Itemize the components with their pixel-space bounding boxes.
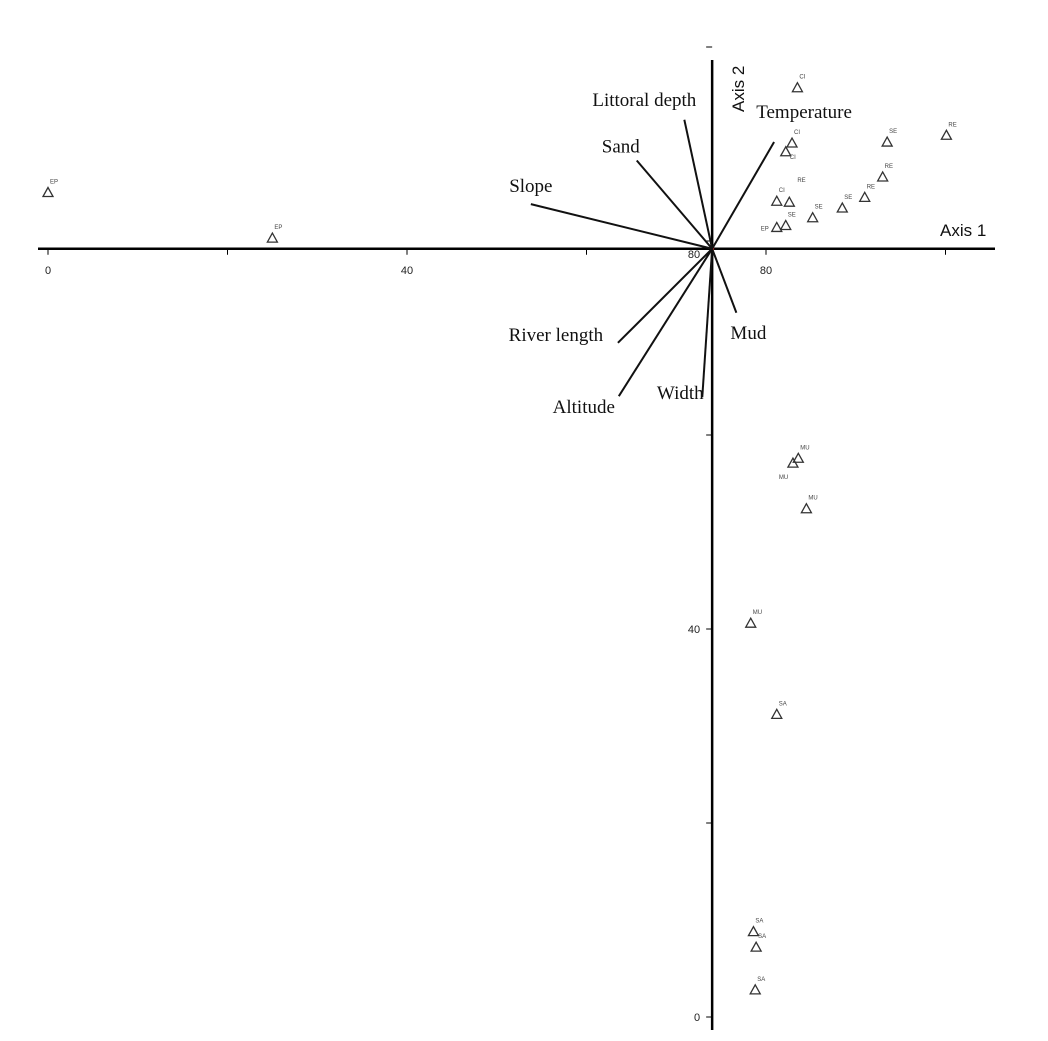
site-label: CI [799, 75, 805, 81]
vector-label: Temperature [756, 102, 852, 123]
site-label: SA [758, 934, 766, 940]
site-triangle [770, 194, 783, 206]
site-triangle [770, 708, 783, 720]
site-points: EP EP CI SE RE CI CI RE RE SE CI RE SE SE EP MU MU MU MU SA… [41, 75, 957, 995]
site-label: SA [779, 701, 787, 707]
vector-label: River length [509, 325, 604, 346]
vector-label: Slope [509, 176, 552, 197]
site-label: SA [755, 919, 763, 925]
site-triangle [41, 186, 55, 198]
site-triangle [779, 219, 792, 231]
vector-line [617, 248, 713, 397]
y-tick-label: 80 [688, 249, 700, 261]
site-label: CI [790, 155, 796, 161]
vector-label: Mud [730, 323, 766, 344]
site-label: MU [753, 610, 762, 616]
site-triangle [744, 616, 757, 628]
vector-line [711, 248, 738, 314]
y-tick-label: 40 [688, 624, 700, 636]
vector-label: Altitude [553, 397, 615, 418]
site-triangle [940, 128, 953, 140]
site-triangle [785, 136, 799, 148]
site-label: SA [757, 977, 765, 983]
site-triangle [783, 195, 796, 207]
site-label: SE [788, 212, 796, 218]
vector-line [530, 203, 713, 250]
site-triangle [266, 231, 279, 243]
site-triangle [806, 211, 819, 223]
site-triangle [881, 135, 894, 147]
site-label: SE [889, 129, 897, 135]
site-label: RE [948, 122, 956, 128]
site-triangle [858, 191, 871, 203]
y-tick-label: 0 [694, 1012, 700, 1024]
vector-line [635, 159, 713, 250]
site-triangle [749, 983, 762, 995]
site-label: CI [794, 130, 800, 136]
x-tick-label: 40 [401, 265, 413, 277]
site-triangle [836, 201, 849, 213]
y-axis-title: Axis 2 [729, 66, 748, 112]
vector-label: Sand [602, 136, 641, 157]
site-label: SE [815, 205, 823, 211]
site-label: CI [779, 188, 785, 194]
site-triangle [750, 940, 763, 952]
site-label: EP [761, 226, 769, 232]
vector-label: Width [657, 383, 704, 404]
site-label: EP [274, 225, 282, 231]
site-triangle [770, 221, 783, 233]
vector-line [683, 119, 714, 249]
vector-line [617, 248, 713, 344]
x-axis-title: Axis 1 [940, 221, 986, 240]
site-triangle [792, 451, 805, 463]
site-triangle [800, 502, 813, 514]
environment-vectors: Slope Sand Littoral depthTemperatureMudWid… [509, 90, 852, 418]
site-triangle [791, 81, 804, 93]
site-label: RE [797, 178, 805, 184]
site-triangle [779, 145, 792, 157]
site-triangle [876, 170, 889, 182]
site-triangle [786, 456, 800, 468]
site-label: SE [844, 195, 852, 201]
x-tick-label: 80 [760, 265, 772, 277]
site-label: RE [867, 184, 875, 190]
vector-line [711, 141, 775, 250]
x-tick-label: 0 [45, 265, 51, 277]
site-triangle [747, 925, 760, 937]
site-label: EP [50, 180, 58, 186]
site-label: MU [800, 445, 809, 451]
site-label: RE [885, 164, 893, 170]
site-label: MU [808, 496, 817, 502]
vector-label: Littoral depth [592, 90, 696, 111]
site-label: MU [779, 475, 788, 481]
vector-line [701, 248, 714, 398]
